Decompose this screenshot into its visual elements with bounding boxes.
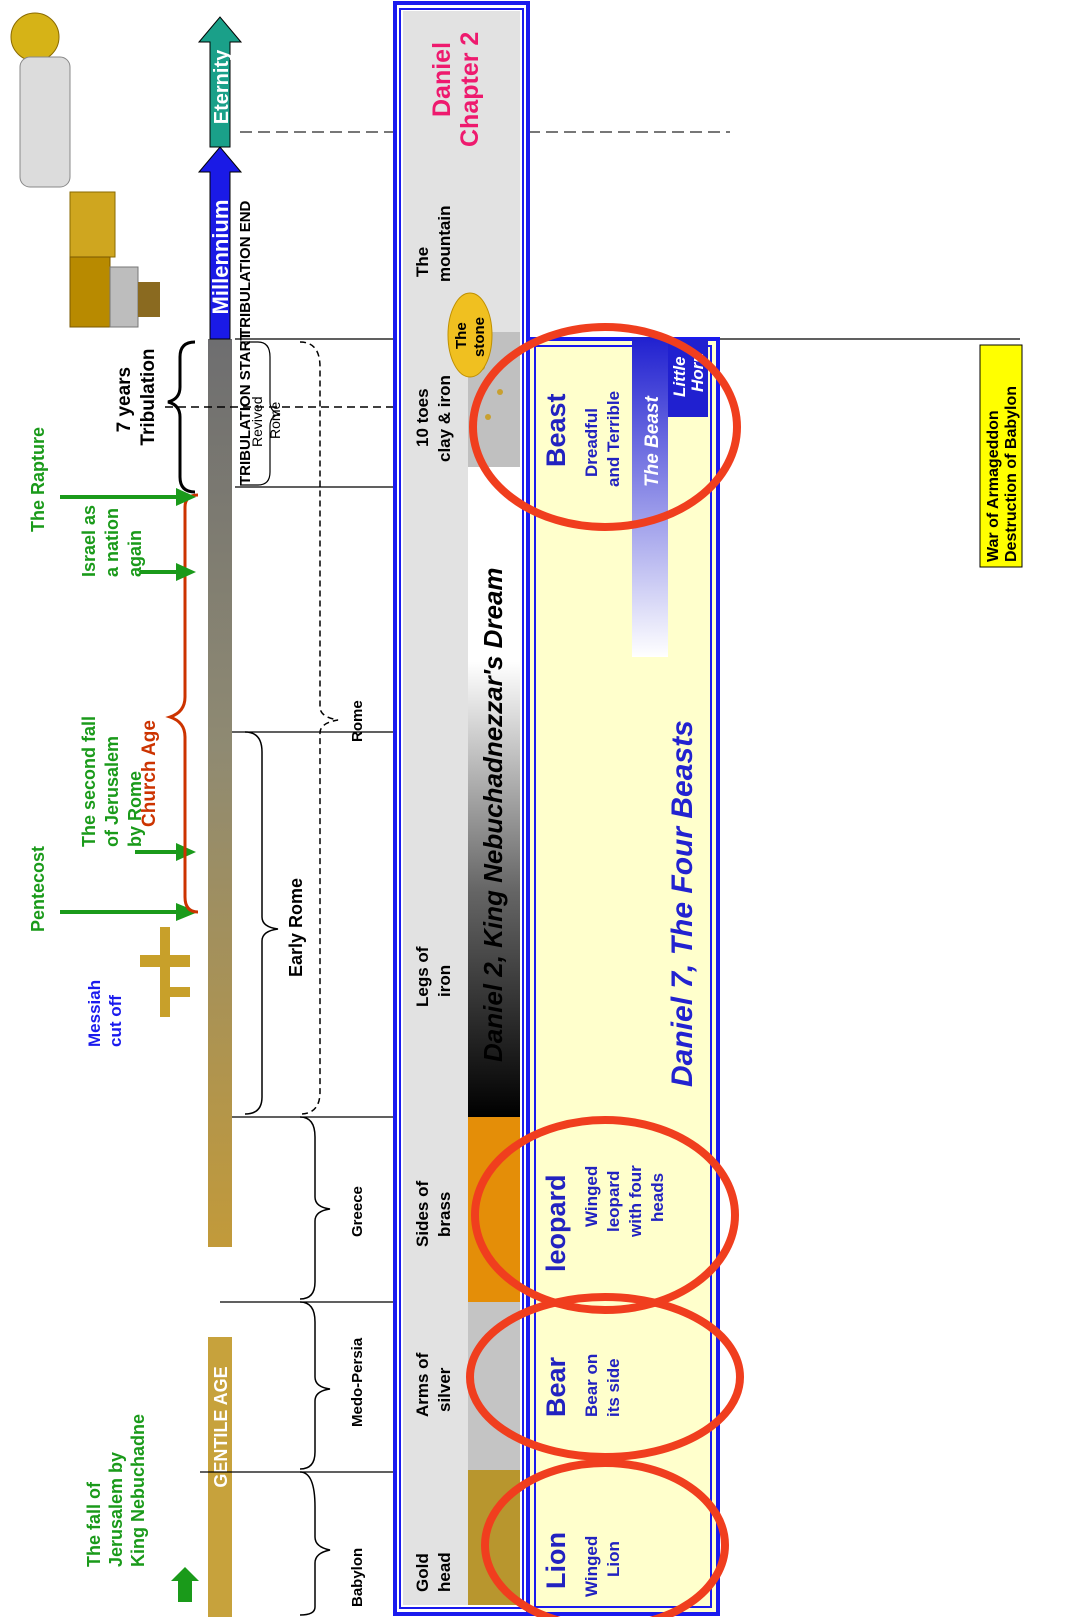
beast-highlight-ellipse [469,323,741,531]
daniel2-header: Daniel Chapter 2 [428,32,484,147]
eternity-label: Eternity [211,49,233,124]
rapture-arrowhead [176,488,196,506]
daniel7-inner [534,345,712,1608]
armageddon-note-box [979,344,1023,568]
second-fall-text: The second fall of Jerusalem by Rome [79,711,145,847]
tribulation-start-text: TRIBULATION START [237,331,254,485]
timeline-bar [208,339,232,1247]
church-age-label: Church Age [139,720,160,827]
leopard-name: leopard [541,1174,571,1272]
armageddon-note-text: War of Armageddon Destruction of Babylon [985,386,1020,562]
stone-ellipse [447,292,493,378]
gold-head-text: Gold head [413,1549,454,1592]
daniel7-title: Daniel 7, The Four Beasts [666,720,699,1087]
clay-dot [485,414,491,420]
daniel2-inner [399,8,524,1609]
toes-text: 10 toes clay & iron [413,375,454,462]
messiah-text: Messiah cut off [85,975,125,1047]
cross-icon [140,927,190,1017]
church-age-brace [165,493,199,914]
babylon-label: Babylon [349,1548,366,1607]
rome-label: Rome [349,700,366,742]
tribulation-end-text: TRIBULATION END [237,200,254,337]
iron-legs-text: Legs of iron [413,942,454,1007]
millennium-label: Millennium [208,200,233,315]
iron-gradient-block [468,467,520,1117]
bear-name: Bear [541,1356,571,1417]
lion-desc: Winged Lion [582,1531,623,1597]
revived-rome-label: Revived Rome [249,393,283,447]
statue-figure [10,12,160,328]
the-beast-label: The Beast [642,396,663,487]
eternity-arrow [197,16,243,148]
fall-jerusalem-arrow [171,1567,199,1602]
early-rome-brace [244,731,279,1115]
silver-arms-text: Arms of silver [413,1348,454,1417]
tribulation-brace [167,340,196,494]
greece-brace [299,1116,331,1300]
gold-block [468,1470,520,1605]
the-beast-bar [632,337,668,657]
beast-name: Beast [541,393,571,467]
brass-block [468,1117,520,1302]
bear-desc: Bear on its side [582,1349,623,1417]
greece-label: Greece [349,1186,366,1237]
gentile-age-bar [208,1337,232,1617]
israel-text: Israel as a nation again [79,500,145,577]
brass-sides-text: Sides of brass [413,1176,454,1247]
medo-persia-brace [299,1301,331,1470]
early-rome-label: Early Rome [286,878,306,977]
revived-rome-brace [240,341,281,486]
pentecost-text: Pentecost [28,846,48,932]
bear-highlight-ellipse [466,1293,744,1461]
lion-name: Lion [541,1532,571,1589]
babylon-brace [299,1471,331,1616]
medo-persia-label: Medo-Persia [349,1337,366,1427]
clay-dot [497,389,503,395]
daniel2-title: Daniel 2, King Nebuchadnezzar's Dream [478,567,508,1062]
fall-jerusalem-text: The fall of Jerusalem by King Nebuchadne [84,1414,148,1567]
rome-brace [299,341,339,1115]
leopard-desc: Winged leopard with four heads [582,1161,667,1239]
beast-desc: Dreadful and Terrible [582,391,623,487]
pentecost-arrowhead [176,903,198,921]
lion-highlight-ellipse [481,1459,729,1617]
leopard-highlight-ellipse [471,1116,739,1314]
seven-years-text: 7 years Tribulation [114,348,159,445]
stone-text: The stone [453,317,488,357]
rapture-text: The Rapture [28,427,48,532]
mountain-text: The mountain [413,206,454,283]
gentile-age-label: GENTILE AGE [211,1366,231,1487]
millennium-arrow [197,146,243,340]
israel-arrowhead [176,563,196,581]
